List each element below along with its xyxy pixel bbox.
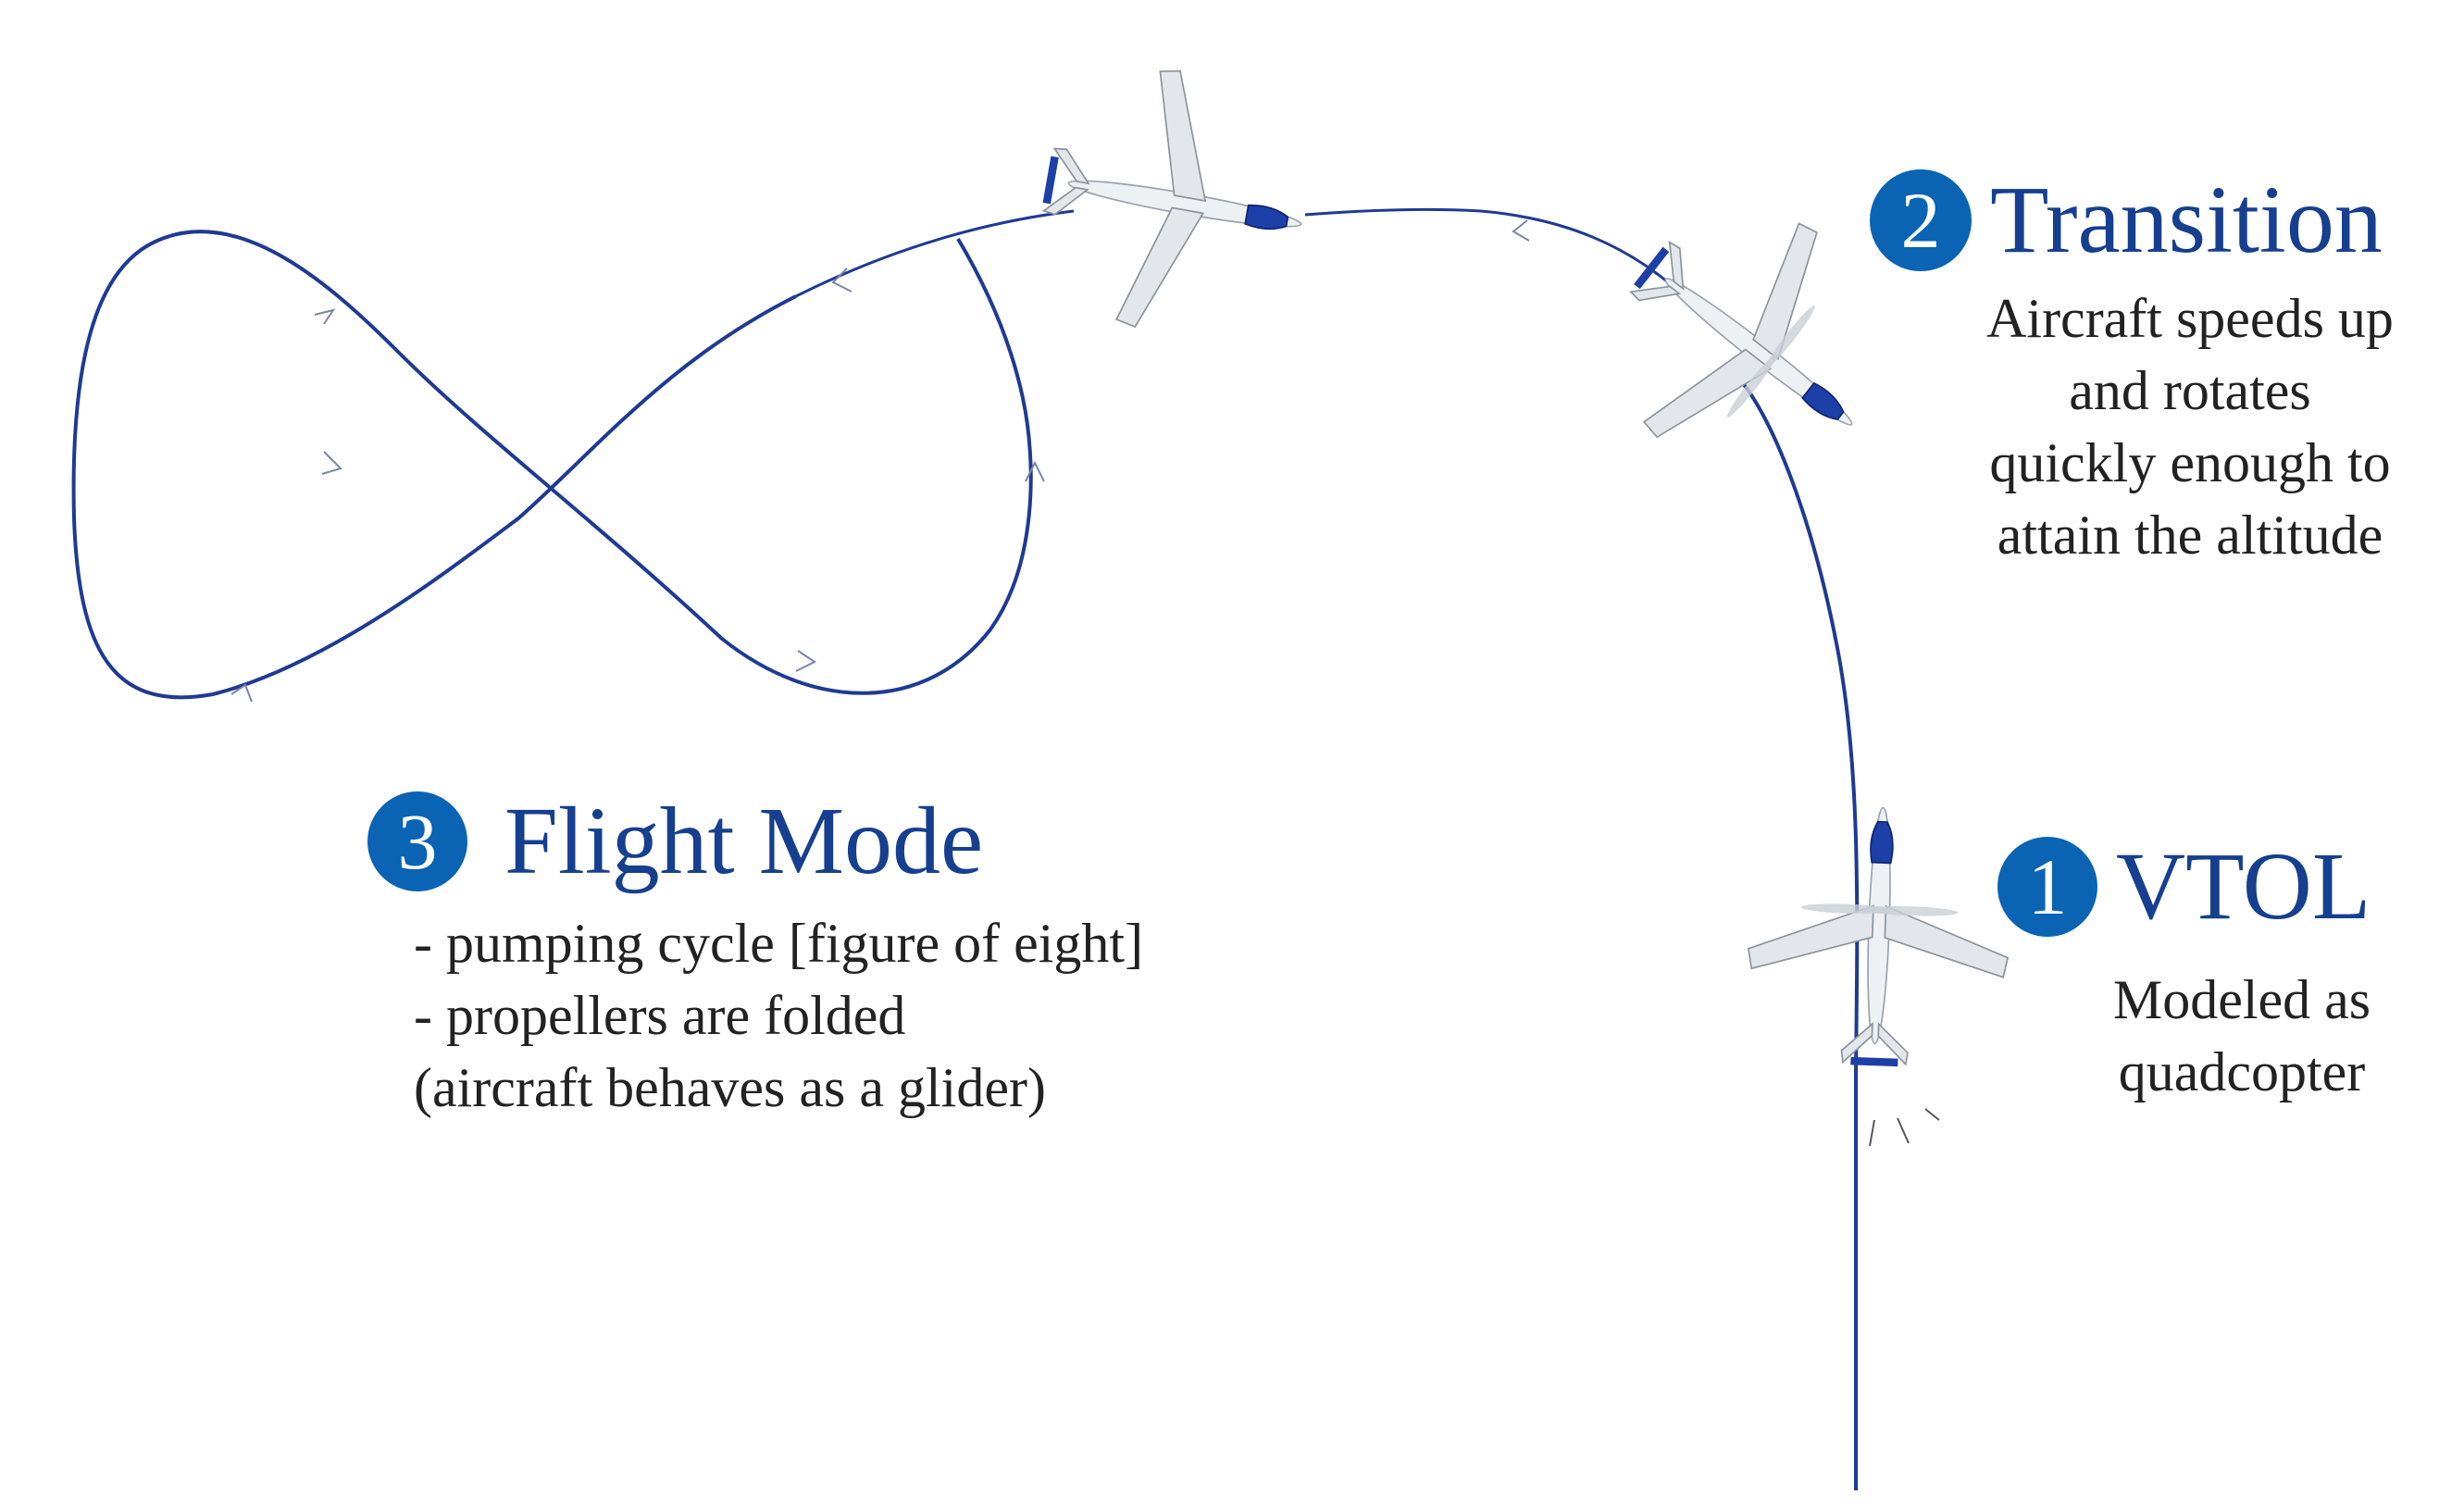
phase-flight-mode-line: - pumping cycle [figure of eight] (414, 913, 1144, 974)
phase-flight-mode: 3 Flight Mode - pumping cycle [figure of… (367, 786, 1293, 1124)
phase-vtol-badge: 1 (1997, 836, 2097, 937)
phase-transition-header: 2 Transition (1870, 165, 2444, 275)
phase-vtol-description: Modeled as quadcopter (2047, 964, 2436, 1108)
phase-flight-mode-description: - pumping cycle [figure of eight] - prop… (414, 907, 1293, 1124)
phase-flight-mode-title: Flight Mode (504, 788, 984, 894)
aircraft-transition-icon (1567, 162, 1933, 528)
phase-transition-badge: 2 (1870, 168, 1972, 271)
phase-vtol: 1 VTOL Modeled as quadcopter (1997, 831, 2405, 1108)
aircraft-vtol-icon (1743, 802, 2014, 1071)
phase-vtol-header: 1 VTOL (1997, 831, 2405, 941)
phase-transition-line: and rotates (2069, 360, 2311, 421)
approach-path (795, 209, 1075, 298)
phase-transition-line: quickly enough to (1989, 432, 2391, 493)
aircraft-glider-icon (1023, 50, 1325, 354)
phase-flight-mode-badge: 3 (367, 791, 467, 891)
phase-vtol-line: Modeled as (2112, 969, 2371, 1030)
transition-path (1304, 207, 1696, 307)
phase-vtol-line: quadcopter (2118, 1041, 2366, 1102)
figure-eight-path (71, 230, 1033, 700)
phase-transition-description: Aircraft speeds up and rotates quickly e… (1903, 282, 2464, 571)
phase-flight-mode-line: (aircraft behaves as a glider) (414, 1057, 1046, 1118)
phase-flight-mode-header: 3 Flight Mode (367, 786, 1293, 896)
motion-lines (1869, 1108, 1940, 1147)
takeoff-path (1738, 378, 1860, 1490)
direction-arrows (230, 219, 1530, 703)
phase-transition-line: attain the altitude (1997, 504, 2383, 566)
phase-transition-title: Transition (1990, 167, 2383, 273)
phase-vtol-title: VTOL (2116, 833, 2371, 940)
phase-flight-mode-line: - propellers are folded (414, 985, 906, 1046)
phase-transition-line: Aircraft speeds up (1986, 288, 2394, 349)
phase-transition: 2 Transition Aircraft speeds up and rota… (1870, 165, 2444, 571)
